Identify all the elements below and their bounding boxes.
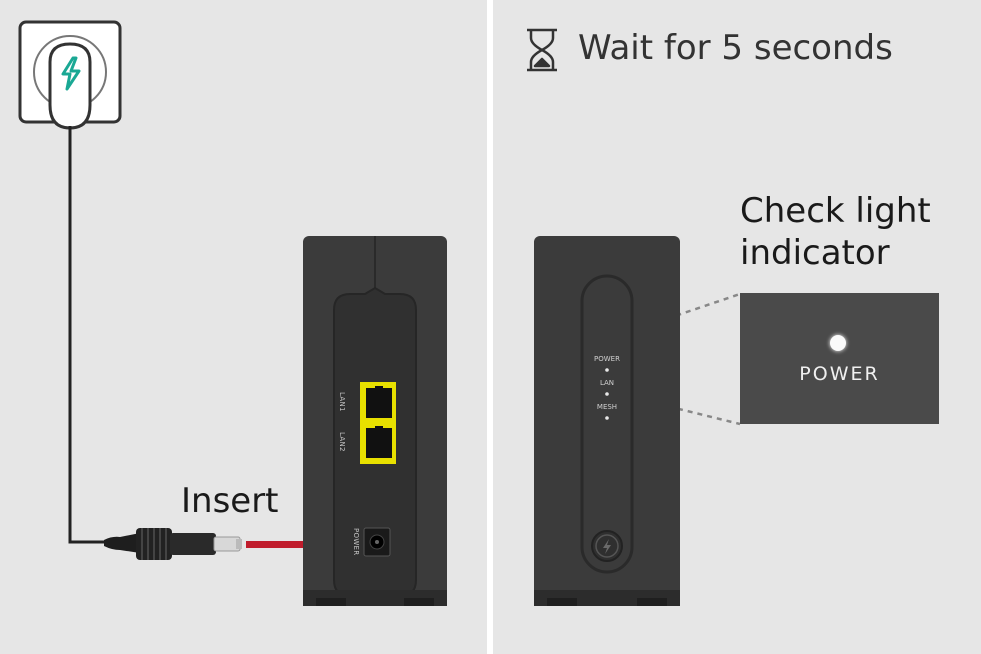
lightning-icon: [61, 56, 81, 91]
power-button-icon: [591, 530, 623, 562]
port-label-lan2: LAN2: [338, 432, 346, 452]
check-light-label-line2: indicator: [740, 233, 890, 273]
led-label-power: POWER: [594, 355, 620, 363]
port-label-lan1: LAN1: [338, 392, 346, 412]
verify-illustration: [527, 28, 741, 606]
step-plug-in-panel: LAN1 LAN2 POWER Insert: [0, 0, 487, 654]
led-label-lan: LAN: [599, 379, 615, 387]
led-label-mesh: MESH: [596, 403, 618, 411]
wait-label: Wait for 5 seconds: [578, 28, 893, 68]
power-led-zoom-caption: POWER: [799, 363, 880, 385]
hourglass-icon: [527, 28, 557, 72]
check-light-label: Check light indicator: [740, 190, 931, 274]
port-label-power: POWER: [352, 528, 360, 556]
lan-ports: [360, 382, 396, 464]
power-cable-plug: [104, 528, 242, 560]
insert-label: Insert: [181, 481, 279, 521]
step-verify-panel: POWER LAN MESH Wait for 5 seconds Check …: [493, 0, 981, 654]
router-front-view: [534, 236, 680, 606]
check-light-label-line1: Check light: [740, 191, 931, 231]
status-leds: [605, 368, 609, 420]
plug-in-illustration: [18, 20, 447, 606]
power-led-indicator: [830, 335, 846, 351]
power-cable: [68, 126, 120, 544]
power-led-zoom: POWER: [740, 293, 939, 424]
power-jack: [363, 527, 391, 557]
